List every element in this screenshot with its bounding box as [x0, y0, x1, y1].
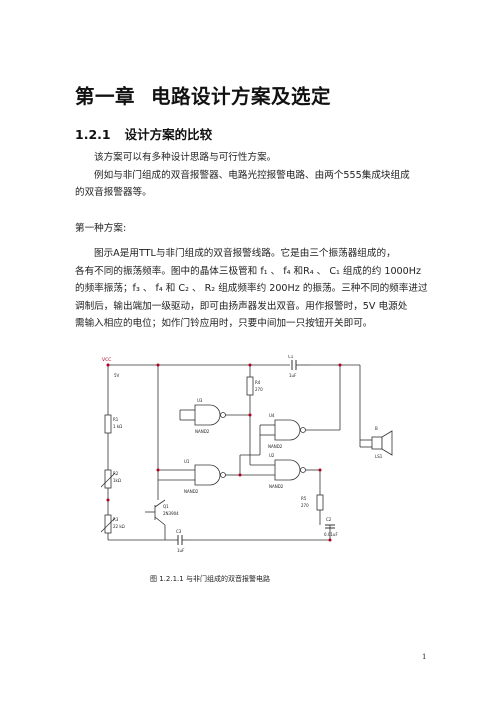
r5-label: R5 [301, 496, 307, 501]
c2-label: C2 [326, 517, 332, 522]
paragraph-line: 的频率振荡；f₃ 、 f₄ 和 C₂ 、 R₂ 组成频率约 200Hz 的振荡。… [75, 283, 428, 294]
section-number: 1.2.1 [75, 127, 111, 142]
c1-value-label: 1uF [289, 373, 297, 378]
u4-type-label: NAND2 [268, 444, 283, 449]
r1-label: R1 [113, 417, 119, 422]
paragraph-scheme-description: 图示A是用TTL与非门组成的双音报警线路。它是由三个振荡器组成的， 各有不同的振… [75, 245, 428, 333]
paragraph-line: 需输入相应的电位；如作门铃应用时，只要中间加一只按钮开关即可。 [75, 318, 373, 329]
u1-label: U1 [184, 459, 190, 464]
r3-value-label: 22 kΩ [113, 524, 125, 529]
section-title: 1.2.1 设计方案的比较 [75, 124, 212, 143]
u3-label: U3 [197, 398, 203, 403]
r4-value-label: 270 [255, 387, 263, 392]
figure-caption: 图 1.2.1.1 与非门组成的双音报警电路 [150, 575, 270, 583]
u2-type-label: NAND2 [269, 484, 284, 489]
paragraph-scheme-heading: 第一种方案: [75, 220, 423, 238]
u3-type-label: NAND2 [195, 429, 210, 434]
r2-label: R2 [113, 471, 119, 476]
paragraph-line: 该方案可以有多种设计思路与可行性方案。 [94, 152, 277, 163]
r5-value-label: 270 [301, 503, 309, 508]
paragraph-line: 图示A是用TTL与非门组成的双音报警线路。它是由三个振荡器组成的， [94, 248, 396, 259]
paragraph-line: 例如与非门组成的双音报警器、电路光控报警电路、由两个555集成块组成 [94, 169, 410, 181]
vcc-value-label: 5V [114, 373, 120, 378]
c2-value-label: 0.01uF [324, 532, 338, 537]
q1-type-label: 2N3904 [163, 511, 179, 516]
circuit-diagram: VCC 5V R1 1 kΩ R2 1kΩ R3 22 kΩ R4 270 R5… [100, 355, 393, 553]
paragraph-line: 调制后，输出端加一级驱动，即可由扬声器发出双音。用作报警时，5V 电源处 [75, 300, 408, 312]
paragraph-line: 各有不同的振荡频率。图中的晶体三极管和 f₁ 、 f₄ 和R₄ 、 C₁ 组成的… [75, 265, 422, 277]
u4-label: U4 [269, 413, 275, 418]
q1-label: Q1 [163, 504, 169, 509]
u1-type-label: NAND2 [184, 489, 199, 494]
chapter-number: 第一章 [75, 85, 136, 108]
r1-value-label: 1 kΩ [113, 424, 122, 429]
paragraph-intro: 该方案可以有多种设计思路与可行性方案。 例如与非门组成的双音报警器、电路光控报警… [75, 149, 423, 202]
c3-value-label: 1uF [177, 548, 185, 553]
chapter-title: 第一章电路设计方案及选定 [75, 80, 331, 109]
r3-label: R3 [113, 517, 119, 522]
chapter-heading-text: 电路设计方案及选定 [151, 85, 332, 108]
c3-label: C3 [176, 529, 182, 534]
vcc-label: VCC [102, 357, 111, 363]
r4-label: R4 [255, 380, 261, 385]
speaker-ref-label: B [375, 426, 378, 431]
section-heading-text: 设计方案的比较 [124, 127, 213, 142]
r2-value-label: 1kΩ [113, 478, 121, 483]
paragraph-line: 的双音报警器等。 [75, 187, 152, 198]
paragraph-line: 第一种方案: [75, 223, 127, 234]
u2-label: U2 [269, 453, 275, 458]
speaker-label: LS1 [375, 454, 383, 459]
c1-label: C1 [288, 355, 294, 359]
page-number: 1 [422, 653, 427, 661]
